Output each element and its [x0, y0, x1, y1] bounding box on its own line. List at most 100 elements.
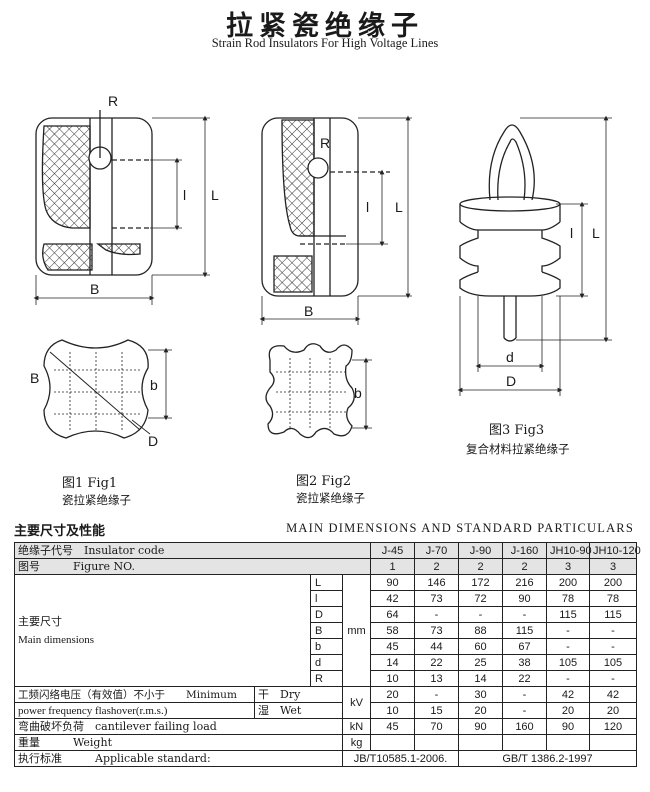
dim-cell: - [502, 606, 547, 623]
dry-cell: - [414, 686, 459, 703]
dim-cell: - [458, 606, 503, 623]
code-cell: J-70 [414, 542, 459, 559]
cant-cell: 160 [502, 718, 547, 735]
cant-cell: 90 [546, 718, 590, 735]
fig2-caption: 图2 Fig2 [296, 474, 352, 489]
fig1-label-b: b [150, 377, 158, 393]
std-label: 执行标准 Applicable standard: [14, 750, 343, 767]
dim-cell: 38 [502, 654, 547, 671]
dim-cell: 67 [502, 638, 547, 655]
dim-cell: 22 [502, 670, 547, 687]
dim-symbol: R [310, 670, 343, 687]
dim-cell: 200 [589, 574, 637, 591]
weight-label: 重量 Weight [14, 734, 343, 751]
cant-unit: kN [342, 718, 371, 735]
dim-cell: 73 [414, 590, 459, 607]
dim-unit: mm [342, 574, 371, 687]
weight-cell [414, 734, 459, 751]
table-row-flash-wet: power frequency flashover(r.m.s.) 湿 Wet … [14, 702, 637, 719]
fig2-label-R: R [320, 135, 330, 151]
cant-cell: 120 [589, 718, 637, 735]
dim-cell: 58 [370, 622, 415, 639]
fig1-subcaption: 瓷拉紧绝缘子 [62, 493, 131, 507]
table-row-dim-B: B 58 73 88 115 - - [15, 622, 637, 639]
dim-symbol: B [310, 622, 343, 639]
fig1-end-view [43, 339, 172, 439]
dim-symbol: L [310, 574, 343, 591]
fig2-label-b: b [354, 385, 362, 401]
flash-label-2: power frequency flashover(r.m.s.) [14, 702, 255, 719]
fig1-side-view [33, 110, 210, 305]
dim-cell: 44 [414, 638, 459, 655]
table-row-standard: 执行标准 Applicable standard: JB/T10585.1-20… [14, 750, 637, 767]
table-row-code: 绝缘子代号 Insulator code J-45 J-70 J-90 J-16… [14, 542, 641, 559]
dim-cell: 200 [546, 574, 590, 591]
table-row-dim-L: 主要尺寸 Main dimensions L mm 90 146 172 216… [14, 574, 637, 687]
code-cell: J-90 [458, 542, 503, 559]
weight-cell [589, 734, 637, 751]
dim-cell: 90 [502, 590, 547, 607]
fig-no-cell: 2 [458, 558, 503, 575]
table-row-cantilever: 弯曲破坏负荷 cantilever failing load kN 45 70 … [14, 718, 637, 735]
dim-cell: - [589, 638, 637, 655]
fig2-end-view [265, 343, 372, 439]
fig2-label-B: B [304, 303, 313, 319]
dry-cell: 42 [589, 686, 637, 703]
dim-cell: 60 [458, 638, 503, 655]
dim-cell: 14 [370, 654, 415, 671]
dim-cell: 105 [546, 654, 590, 671]
flash-unit: kV [342, 686, 371, 719]
dim-cell: 10 [370, 670, 415, 687]
weight-cell [370, 734, 415, 751]
dry-label: 干 Dry [254, 686, 343, 703]
fig3-caption: 图3 Fig3 [489, 423, 545, 438]
wet-cell: 20 [458, 702, 503, 719]
table-row-dim-l: l 42 73 72 90 78 78 [15, 590, 637, 607]
dim-cell: 88 [458, 622, 503, 639]
dim-cell: 45 [370, 638, 415, 655]
dim-symbol: d [310, 654, 343, 671]
fig-no-cell: 3 [546, 558, 590, 575]
dim-label: 主要尺寸 Main dimensions [14, 574, 311, 687]
fig1-label-D: D [148, 433, 158, 449]
wet-cell: 15 [414, 702, 459, 719]
dim-cell: 13 [414, 670, 459, 687]
dim-cell: 42 [370, 590, 415, 607]
fig2-label-L: L [395, 199, 403, 215]
fig1-caption: 图1 Fig1 [62, 476, 118, 491]
dim-cell: 115 [502, 622, 547, 639]
fig-no-cell: 2 [502, 558, 547, 575]
weight-cell [546, 734, 590, 751]
std-1: JB/T10585.1-2006. [342, 750, 459, 767]
fig3-subcaption: 复合材料拉紧绝缘子 [466, 442, 570, 456]
dim-cell: 105 [589, 654, 637, 671]
dim-cell: - [546, 670, 590, 687]
table-row-figure: 图号 Figure NO. 1 2 2 2 3 3 [14, 558, 637, 575]
wet-cell: 20 [546, 702, 590, 719]
dim-label-cn: 主要尺寸 [18, 614, 62, 628]
code-label: 绝缘子代号 Insulator code [14, 542, 371, 559]
fig1-label-l: l [183, 187, 186, 203]
dim-cell: 22 [414, 654, 459, 671]
flash-label-1: 工频闪络电压（有效值）不小于 Minimum [14, 686, 255, 703]
page-title: 拉紧瓷绝缘子 [226, 11, 424, 42]
code-cell: J-45 [370, 542, 415, 559]
std-2: GB/T 1386.2-1997 [458, 750, 637, 767]
table-row-dim-d: d 14 22 25 38 105 105 [15, 654, 637, 671]
dim-cell: 146 [414, 574, 459, 591]
code-cell: JH10-120 [589, 542, 641, 559]
dry-cell: 30 [458, 686, 503, 703]
code-cell: JH10-90 [546, 542, 592, 559]
table-row-weight: 重量 Weight kg [14, 734, 637, 751]
dry-cell: 20 [370, 686, 415, 703]
dry-cell: - [502, 686, 547, 703]
fig-no-cell: 1 [370, 558, 415, 575]
dim-cell: 78 [546, 590, 590, 607]
fig3-label-D: D [506, 373, 516, 389]
fig1-label-B2: B [30, 370, 39, 386]
weight-cell [502, 734, 547, 751]
dim-symbol: D [310, 606, 343, 623]
dim-cell: 73 [414, 622, 459, 639]
dim-symbol: l [310, 590, 343, 607]
